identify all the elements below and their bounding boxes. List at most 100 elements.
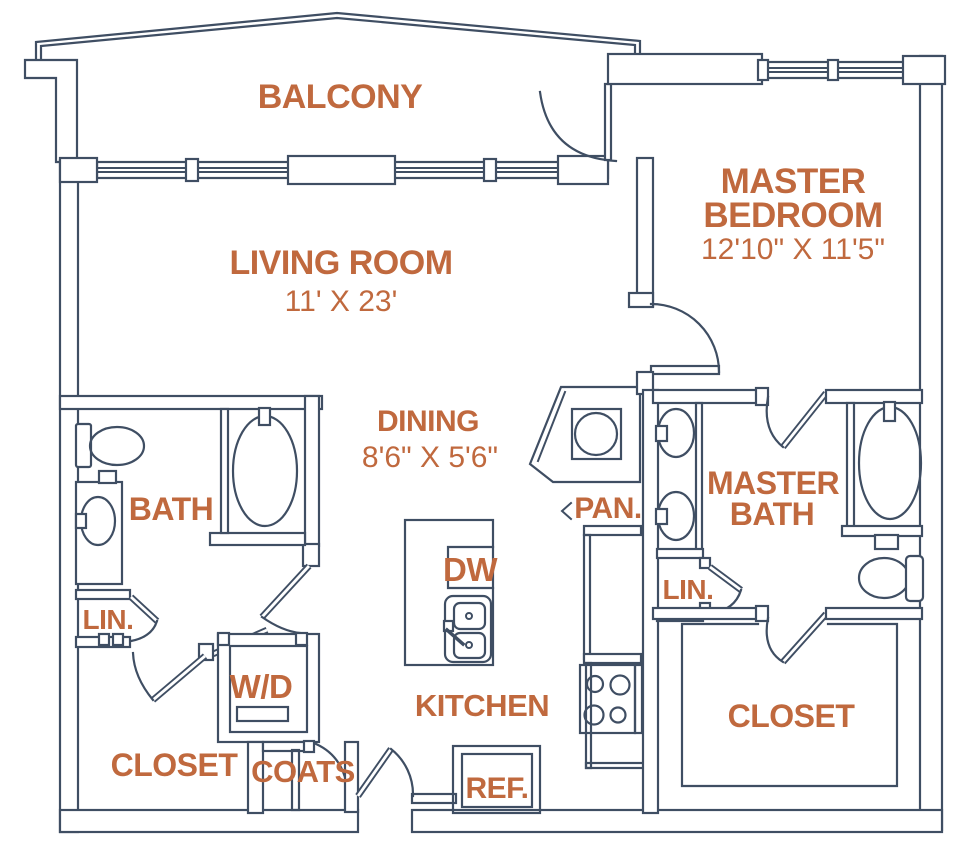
corner-counter bbox=[528, 385, 642, 484]
label-dining-dims: 8'6" X 5'6" bbox=[362, 441, 498, 474]
bath-door-arc bbox=[260, 615, 302, 635]
corner-sink-surround bbox=[570, 407, 623, 461]
label-coats: COATS bbox=[251, 754, 355, 789]
vanity-counter-edge bbox=[694, 401, 704, 555]
balcony-door-header bbox=[606, 52, 764, 86]
door-hinge-tick bbox=[294, 631, 309, 647]
bottom-wall-left bbox=[58, 808, 360, 834]
closet-top-wall bbox=[651, 606, 760, 621]
linen-top-wall bbox=[74, 588, 132, 601]
label-living-room: LIVING ROOM bbox=[229, 244, 452, 282]
vanity-backsplash bbox=[97, 469, 118, 485]
door-jamb-block bbox=[627, 291, 655, 309]
master-closet-door-arc bbox=[765, 616, 785, 664]
master-bath-top-wall bbox=[651, 388, 760, 405]
label-master-bedroom-dims: 12'10" X 11'5" bbox=[701, 233, 885, 266]
window-end-block bbox=[556, 154, 610, 186]
label-master-bath-line1: MASTER bbox=[707, 465, 840, 501]
bath-door-jamb bbox=[301, 542, 321, 568]
label-dishwasher: DW bbox=[443, 551, 498, 588]
balcony-left-pier bbox=[23, 58, 79, 164]
sink-faucet bbox=[654, 507, 669, 526]
bath-top-wall bbox=[58, 394, 324, 411]
wall-corner-block bbox=[58, 156, 99, 184]
kitchen-island bbox=[403, 518, 495, 667]
label-kitchen: KITCHEN bbox=[415, 688, 549, 723]
right-exterior-wall bbox=[918, 54, 944, 832]
living-master-divider-wall bbox=[635, 156, 655, 308]
door-hinge-tick bbox=[302, 739, 316, 754]
label-master-bath-line2: BATH bbox=[730, 496, 815, 532]
sink-faucet bbox=[654, 424, 669, 443]
toilet-tank bbox=[904, 554, 925, 603]
toilet-bowl bbox=[88, 425, 146, 467]
sink-basin-lower bbox=[452, 631, 487, 660]
sink-basin-upper bbox=[452, 601, 487, 631]
tub-faucet bbox=[882, 400, 897, 423]
closet-door-arc bbox=[131, 651, 155, 702]
stove-side-band bbox=[633, 663, 644, 735]
balcony-door-swing-arc bbox=[538, 90, 618, 163]
tub-faucet bbox=[257, 406, 272, 427]
balcony-wall-jog bbox=[603, 82, 613, 162]
door-hinge-tick bbox=[698, 556, 712, 570]
label-linen-bath: LIN. bbox=[83, 604, 134, 635]
dishwasher-bracket bbox=[446, 545, 495, 590]
balcony-roofline-outer bbox=[34, 11, 642, 64]
stove-burner bbox=[583, 704, 605, 726]
sink-faucet bbox=[74, 512, 88, 530]
center-divider-walls bbox=[627, 156, 721, 815]
label-balcony: BALCONY bbox=[258, 78, 423, 116]
tub-nook-wall bbox=[219, 407, 230, 535]
master-bath-top-wall bbox=[824, 388, 924, 405]
window-mullion bbox=[184, 157, 200, 183]
coats-divider bbox=[290, 748, 301, 812]
room-labels: BALCONY LIVING ROOM 11' X 23' MASTER BED… bbox=[83, 78, 885, 805]
window-mullion bbox=[826, 58, 840, 82]
bathtub bbox=[231, 414, 299, 528]
label-bath: BATH bbox=[129, 491, 214, 527]
door-hinge-tick bbox=[216, 631, 231, 647]
master-bedroom-top-wall bbox=[538, 52, 947, 163]
window-sill-block bbox=[286, 154, 397, 186]
pantry-top-wall bbox=[582, 524, 643, 537]
master-bedroom-door-leaf bbox=[649, 364, 721, 376]
master-bedroom-door-arc bbox=[649, 302, 721, 374]
label-master-bedroom-line1: MASTER bbox=[721, 162, 866, 201]
pantry-door-mark bbox=[560, 501, 573, 521]
linen-door-arc bbox=[129, 619, 159, 643]
label-dining: DINING bbox=[377, 405, 479, 438]
toilet-tank bbox=[74, 422, 93, 469]
toilet-bowl bbox=[857, 556, 911, 600]
coats-left-wall bbox=[246, 740, 265, 815]
outer-walls bbox=[23, 11, 944, 834]
label-master-bedroom-line2: BEDROOM bbox=[703, 196, 882, 235]
pantry-bottom-wall bbox=[582, 652, 643, 665]
label-linen-master: LIN. bbox=[663, 574, 714, 605]
window-mullion bbox=[756, 58, 770, 82]
door-hinge-tick bbox=[97, 632, 111, 647]
door-hinge-tick bbox=[111, 632, 125, 647]
wall-corner-block bbox=[901, 54, 947, 86]
linen-top-wall bbox=[655, 547, 705, 560]
bath-walls bbox=[58, 394, 324, 568]
shelf-notch bbox=[873, 533, 900, 551]
label-living-room-dims: 11' X 23' bbox=[285, 285, 398, 318]
entry-left-wall bbox=[343, 740, 360, 814]
wd-drawer bbox=[235, 705, 290, 723]
refrigerator-nook bbox=[451, 744, 542, 815]
sink-drain bbox=[465, 641, 473, 649]
label-washer-dryer: W/D bbox=[230, 668, 293, 705]
kitchen-master-divider-wall bbox=[641, 388, 660, 815]
stove-burner bbox=[609, 674, 631, 696]
master-bath-door-arc bbox=[765, 395, 785, 449]
kitchen-counter-edge-h bbox=[584, 761, 648, 770]
washer-dryer-closet bbox=[216, 631, 321, 744]
living-room-window-wall bbox=[58, 82, 613, 186]
label-closet: CLOSET bbox=[111, 747, 239, 783]
refrigerator bbox=[460, 752, 534, 809]
bath-fixtures bbox=[74, 406, 299, 649]
wd-unit bbox=[228, 644, 309, 734]
pantry-left-wall bbox=[582, 533, 592, 661]
